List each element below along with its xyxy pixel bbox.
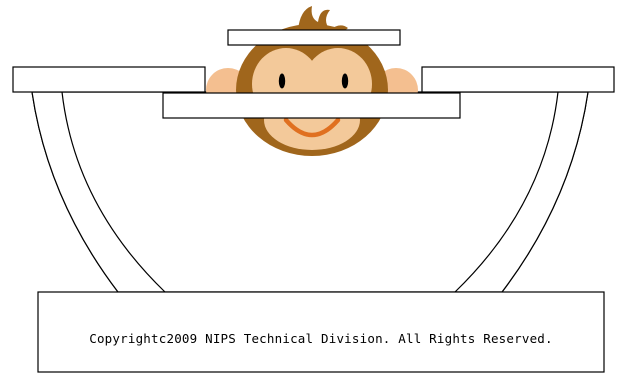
copyright-notice: Copyrightc2009 NIPS Technical Division. … [89, 331, 553, 346]
monkey-right-eye [341, 73, 349, 89]
face-bar [162, 92, 461, 119]
rim-left-bar [12, 66, 206, 93]
head-bar [227, 29, 401, 46]
monkey-left-eye [278, 73, 286, 89]
monkey-mouth [283, 117, 341, 138]
bowl-base [37, 291, 605, 373]
rim-right-bar [421, 66, 615, 93]
